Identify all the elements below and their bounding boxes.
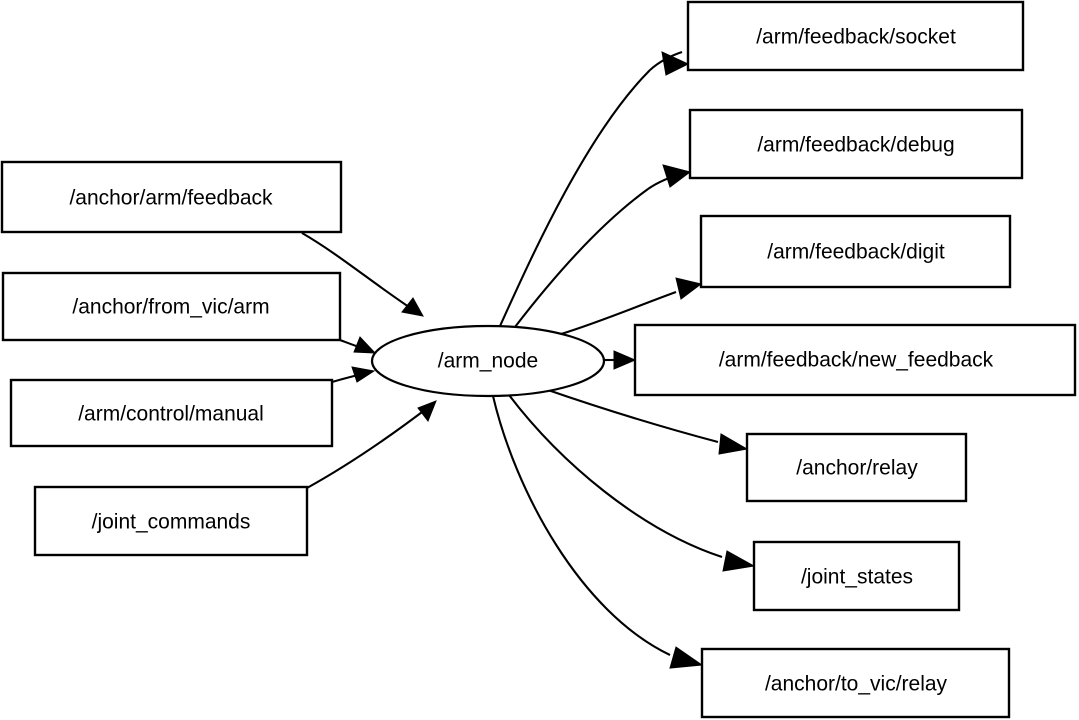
node-label: /joint_states bbox=[801, 566, 913, 589]
arrowhead-icon bbox=[669, 646, 704, 669]
node-joint-commands[interactable]: /joint_commands bbox=[33, 485, 309, 557]
edge-arm-node-to-arm-feedback-socket bbox=[499, 51, 690, 327]
node-anchor-from-vic-arm[interactable]: /anchor/from_vic/arm bbox=[1, 271, 342, 342]
node-arm-node[interactable]: /arm_node bbox=[370, 324, 606, 398]
edge-arm-node-to-anchor-relay bbox=[544, 388, 749, 455]
node-box-shape[interactable] bbox=[9, 378, 334, 448]
edge-anchor-from-vic-arm-to-arm-node bbox=[339, 336, 377, 354]
arrowhead-icon bbox=[353, 336, 377, 354]
edge-joint-commands-to-arm-node bbox=[306, 400, 437, 489]
node-box-shape[interactable] bbox=[752, 540, 961, 612]
node-label: /anchor/arm/feedback bbox=[69, 187, 273, 210]
edge-group-inputs bbox=[301, 232, 437, 489]
arrowhead-icon bbox=[401, 297, 424, 317]
node-box-shape[interactable] bbox=[688, 108, 1024, 180]
node-label: /joint_commands bbox=[92, 511, 251, 534]
node-box-shape[interactable] bbox=[0, 160, 343, 234]
edge-arm-node-to-joint-states bbox=[508, 394, 756, 572]
edge-arm-node-to-anchor-to-vic-relay bbox=[491, 395, 704, 669]
arrowhead-icon bbox=[675, 277, 703, 300]
node-arm-feedback-debug[interactable]: /arm/feedback/debug bbox=[688, 108, 1024, 180]
node-anchor-relay[interactable]: /anchor/relay bbox=[745, 432, 968, 503]
node-box-shape[interactable] bbox=[633, 323, 1077, 397]
arrowhead-icon bbox=[722, 550, 756, 572]
node-label: /arm/control/manual bbox=[78, 403, 264, 426]
node-label: /anchor/relay bbox=[796, 457, 918, 480]
edge-arm-node-to-arm-feedback-new-feedback bbox=[604, 350, 637, 370]
node-arm-feedback-new-feedback[interactable]: /arm/feedback/new_feedback bbox=[633, 323, 1077, 397]
edge-anchor-arm-feedback-to-arm-node bbox=[301, 232, 424, 317]
arrowhead-icon bbox=[417, 400, 437, 423]
arrowhead-icon bbox=[613, 350, 637, 370]
edge-arm-node-to-arm-feedback-digit bbox=[560, 277, 703, 336]
node-ellipse-shape[interactable] bbox=[370, 324, 606, 398]
node-box-shape[interactable] bbox=[700, 647, 1011, 719]
edge-line bbox=[544, 388, 719, 444]
node-anchor-arm-feedback[interactable]: /anchor/arm/feedback bbox=[0, 160, 343, 234]
node-anchor-to-vic-relay[interactable]: /anchor/to_vic/relay bbox=[700, 647, 1011, 719]
node-box-shape[interactable] bbox=[33, 485, 309, 557]
node-label: /arm/feedback/digit bbox=[767, 241, 945, 264]
node-arm-feedback-digit[interactable]: /arm/feedback/digit bbox=[699, 214, 1012, 289]
edge-line bbox=[491, 395, 671, 656]
node-box-shape[interactable] bbox=[699, 214, 1012, 289]
node-label: /arm/feedback/socket bbox=[756, 26, 956, 49]
arrowhead-icon bbox=[351, 366, 376, 383]
node-label: /arm_node bbox=[438, 350, 538, 373]
node-label: /anchor/to_vic/relay bbox=[765, 673, 948, 696]
edge-group-outputs bbox=[491, 51, 756, 669]
edge-line-socket-tail bbox=[649, 51, 683, 71]
node-box-shape[interactable] bbox=[745, 432, 968, 503]
edge-line bbox=[508, 394, 723, 558]
node-label: /anchor/from_vic/arm bbox=[72, 296, 269, 319]
arrowhead-icon bbox=[718, 433, 749, 455]
node-arm-control-manual[interactable]: /arm/control/manual bbox=[9, 378, 334, 448]
node-joint-states[interactable]: /joint_states bbox=[752, 540, 961, 612]
edge-line-tail bbox=[647, 171, 685, 190]
node-box-shape[interactable] bbox=[686, 0, 1025, 72]
node-box-shape[interactable] bbox=[1, 271, 342, 342]
node-label: /arm/feedback/debug bbox=[757, 134, 954, 157]
edge-arm-control-manual-to-arm-node bbox=[331, 366, 376, 384]
edge-line bbox=[514, 188, 649, 328]
node-arm-feedback-socket[interactable]: /arm/feedback/socket bbox=[686, 0, 1025, 72]
edge-line bbox=[301, 232, 419, 314]
edge-arm-node-to-arm-feedback-debug bbox=[514, 164, 692, 328]
edge-line bbox=[560, 291, 677, 336]
edge-line bbox=[306, 405, 431, 489]
edge-line bbox=[499, 69, 651, 327]
node-label: /arm/feedback/new_feedback bbox=[719, 349, 994, 372]
